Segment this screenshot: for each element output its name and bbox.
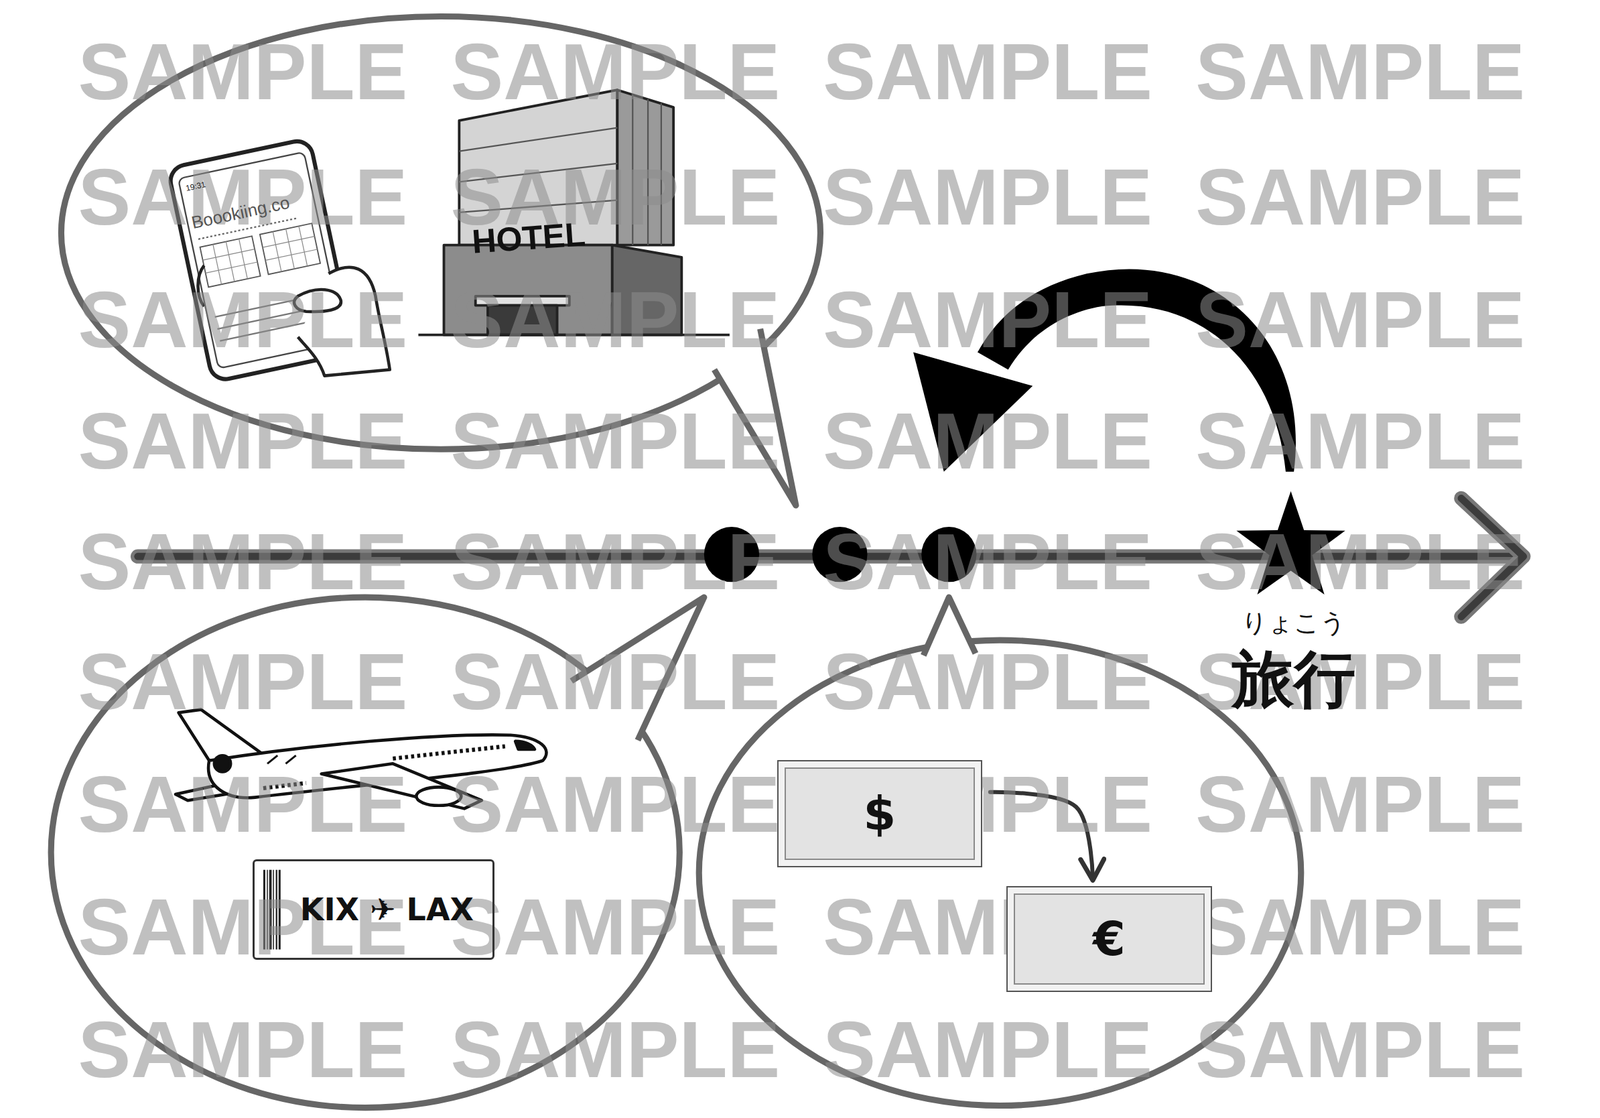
watermark: SAMPLE [822, 401, 1153, 481]
watermark: SAMPLE [450, 32, 780, 112]
watermark: SAMPLE [450, 641, 780, 721]
node-text: € [1092, 915, 1126, 963]
trip-label: 旅行 [1232, 648, 1356, 711]
watermark: SAMPLE [450, 401, 780, 481]
watermark: SAMPLE [78, 764, 409, 844]
ticket-box: KIX ✈ LAX [252, 858, 495, 959]
watermark: SAMPLE [78, 401, 409, 481]
watermark: SAMPLE [822, 32, 1153, 112]
watermark: SAMPLE [450, 280, 780, 360]
watermark: SAMPLE [1195, 280, 1525, 360]
watermark: SAMPLE [1195, 32, 1525, 112]
watermark: SAMPLE [78, 1009, 409, 1089]
watermark: SAMPLE [822, 641, 1153, 721]
watermark: SAMPLE [822, 521, 1153, 602]
watermark: SAMPLE [450, 887, 780, 967]
watermark: SAMPLE [78, 157, 409, 237]
watermark: SAMPLE [822, 157, 1153, 237]
watermark: SAMPLE [78, 32, 409, 112]
speech-bubble [60, 16, 821, 506]
dollar-bill: $ [777, 759, 983, 868]
watermark: SAMPLE [822, 1009, 1153, 1089]
watermark: SAMPLE [1195, 157, 1525, 237]
watermark: SAMPLE [1195, 764, 1525, 844]
watermark: SAMPLE [450, 764, 780, 844]
watermark: SAMPLE [78, 280, 409, 360]
watermark: SAMPLE [1195, 887, 1525, 967]
watermark: SAMPLE [1195, 521, 1525, 602]
furigana: りょこう [1241, 609, 1347, 636]
node-text: $ [862, 789, 896, 837]
watermark: SAMPLE [450, 521, 780, 602]
watermark: SAMPLE [1195, 1009, 1525, 1089]
watermark: SAMPLE [78, 641, 409, 721]
watermark: SAMPLE [822, 280, 1153, 360]
node-text: KIX ✈ LAX [300, 893, 474, 925]
watermark: SAMPLE [78, 521, 409, 602]
watermark: SAMPLE [450, 1009, 780, 1089]
euro-bill: € [1006, 885, 1212, 992]
watermark: SAMPLE [1195, 401, 1525, 481]
hotel-sign: HOTEL [471, 217, 587, 259]
